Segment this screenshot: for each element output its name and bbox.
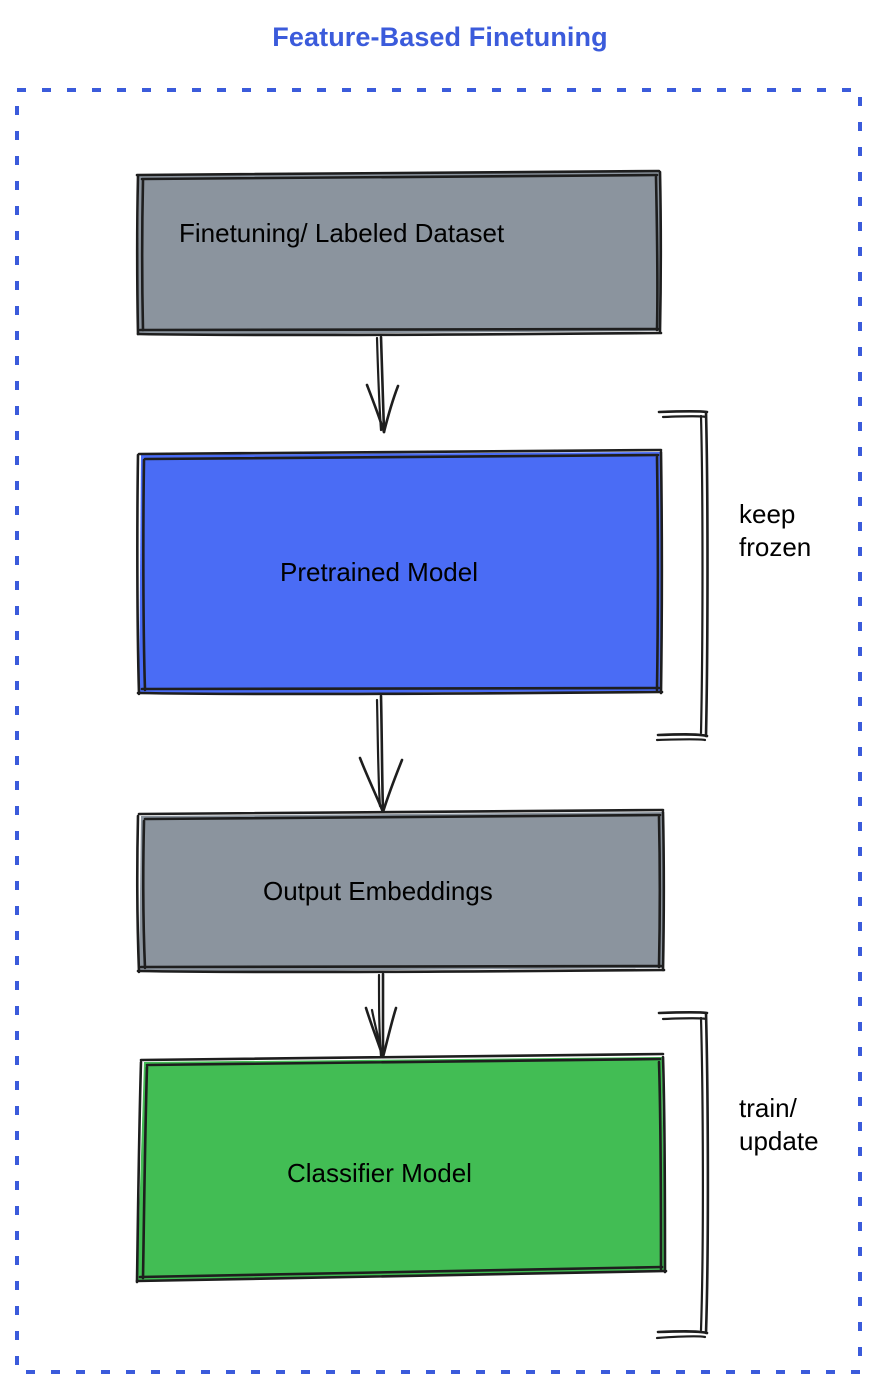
annotation-train-update-line1: train/ [739, 1093, 797, 1123]
page-title: Feature-Based Finetuning [272, 22, 608, 52]
node-output-embeddings-hit[interactable] [137, 810, 665, 972]
node-label-classifier-model: Classifier Model [287, 1158, 472, 1188]
node-label-finetuning-dataset: Finetuning/ Labeled Dataset [179, 218, 505, 248]
annotation-keep-frozen-line2: frozen [739, 532, 812, 562]
node-pretrained-model-hit[interactable] [137, 450, 664, 695]
node-classifier-model-hit[interactable] [137, 1054, 666, 1283]
annotation-train-update-line2: update [739, 1126, 819, 1156]
node-label-output-embeddings: Output Embeddings [263, 876, 493, 906]
node-label-pretrained-model: Pretrained Model [280, 557, 478, 587]
node-finetuning-dataset-hit[interactable] [137, 171, 662, 336]
annotation-keep-frozen-line1: keep [739, 499, 796, 529]
